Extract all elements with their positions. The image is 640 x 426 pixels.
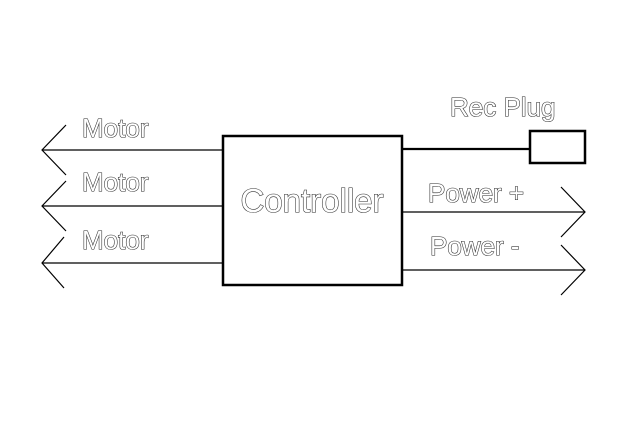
- rec-plug-box: [528, 129, 587, 165]
- rec-plug: Rec Plug: [402, 91, 587, 165]
- motor-output-2: Motor: [41, 166, 222, 232]
- motor-1-arrowhead: [41, 124, 67, 176]
- power-plus-output: Power +: [402, 177, 586, 238]
- motor-output-3: Motor: [41, 224, 222, 289]
- motor-1-label: Motor: [82, 113, 149, 143]
- motor-3-label: Motor: [82, 225, 149, 255]
- rec-plug-label: Rec Plug: [450, 92, 556, 122]
- power-plus-arrowhead: [560, 186, 586, 238]
- power-minus-arrowhead: [560, 244, 586, 296]
- power-minus-label: Power -: [430, 231, 520, 261]
- motor-output-1: Motor: [41, 112, 222, 176]
- controller-box: [221, 134, 404, 287]
- power-plus-label: Power +: [428, 178, 524, 208]
- controller-label: Controller: [240, 182, 383, 219]
- motor-3-arrowhead: [41, 236, 65, 289]
- power-minus-output: Power -: [402, 230, 586, 296]
- motor-2-label: Motor: [82, 167, 149, 197]
- motor-2-arrowhead: [41, 180, 67, 232]
